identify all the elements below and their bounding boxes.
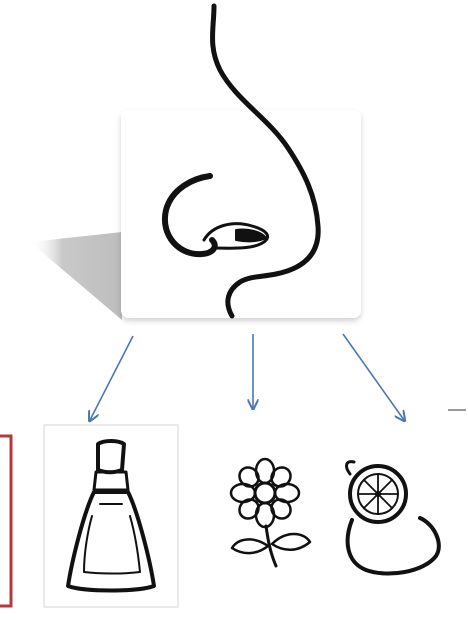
flower-icon: [231, 459, 310, 566]
arrow-to-lemon: [343, 334, 404, 420]
perfume-panel: [44, 425, 178, 607]
card-shadow: [30, 232, 122, 320]
nose-card: [121, 110, 361, 318]
lemon-icon: [347, 462, 439, 574]
red-frame: [0, 436, 11, 606]
arrow-to-perfume: [90, 336, 133, 420]
